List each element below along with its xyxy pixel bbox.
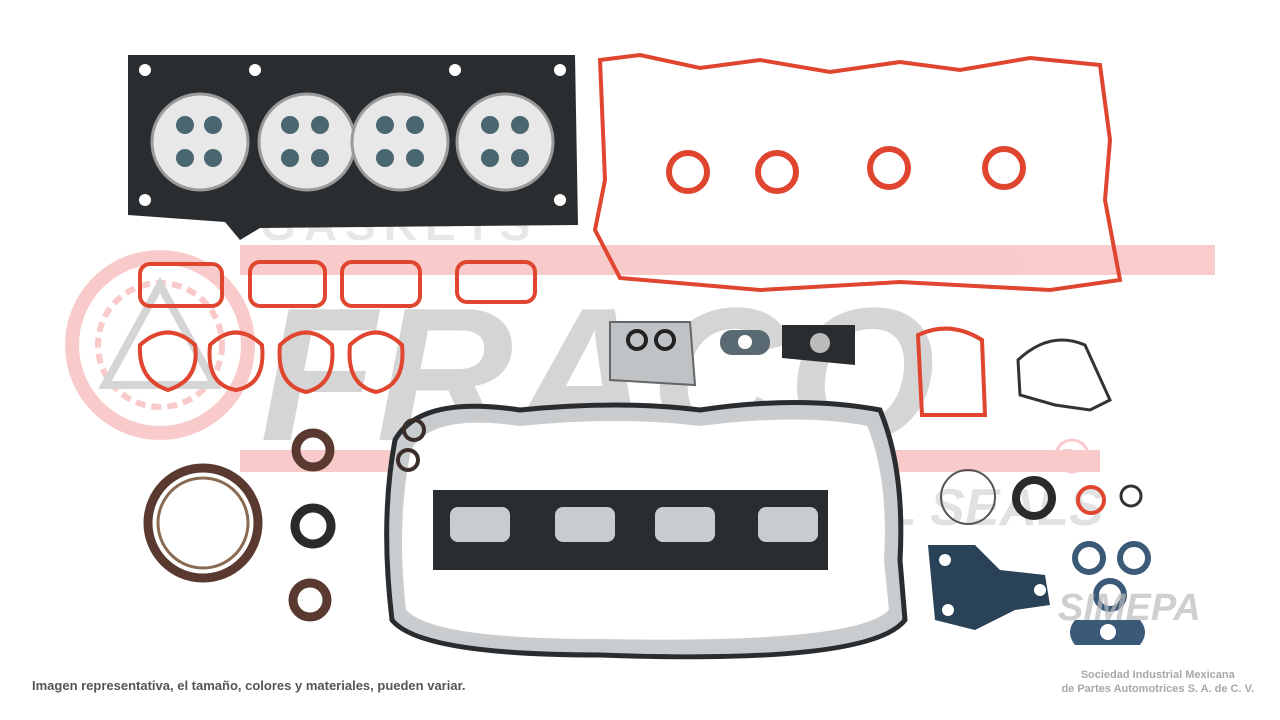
intake-gaskets (137, 260, 988, 417)
water-outlet-gasket (928, 545, 1145, 645)
head-gasket (128, 55, 578, 240)
valve-cover-gasket (592, 52, 1123, 293)
company-name: Sociedad Industrial Mexicana de Partes A… (1061, 668, 1254, 696)
simepa-logo-text: SIMEPA (1058, 587, 1201, 629)
small-gaskets (609, 321, 1112, 412)
disclaimer-caption: Imagen representativa, el tamaño, colore… (32, 678, 466, 693)
company-line-2: de Partes Automotrices S. A. de C. V. (1061, 683, 1254, 695)
oil-seals (143, 428, 1151, 622)
exhaust-manifold-gasket (433, 490, 828, 570)
company-line-1: Sociedad Industrial Mexicana (1080, 669, 1235, 681)
svg-text:R: R (1062, 446, 1076, 468)
